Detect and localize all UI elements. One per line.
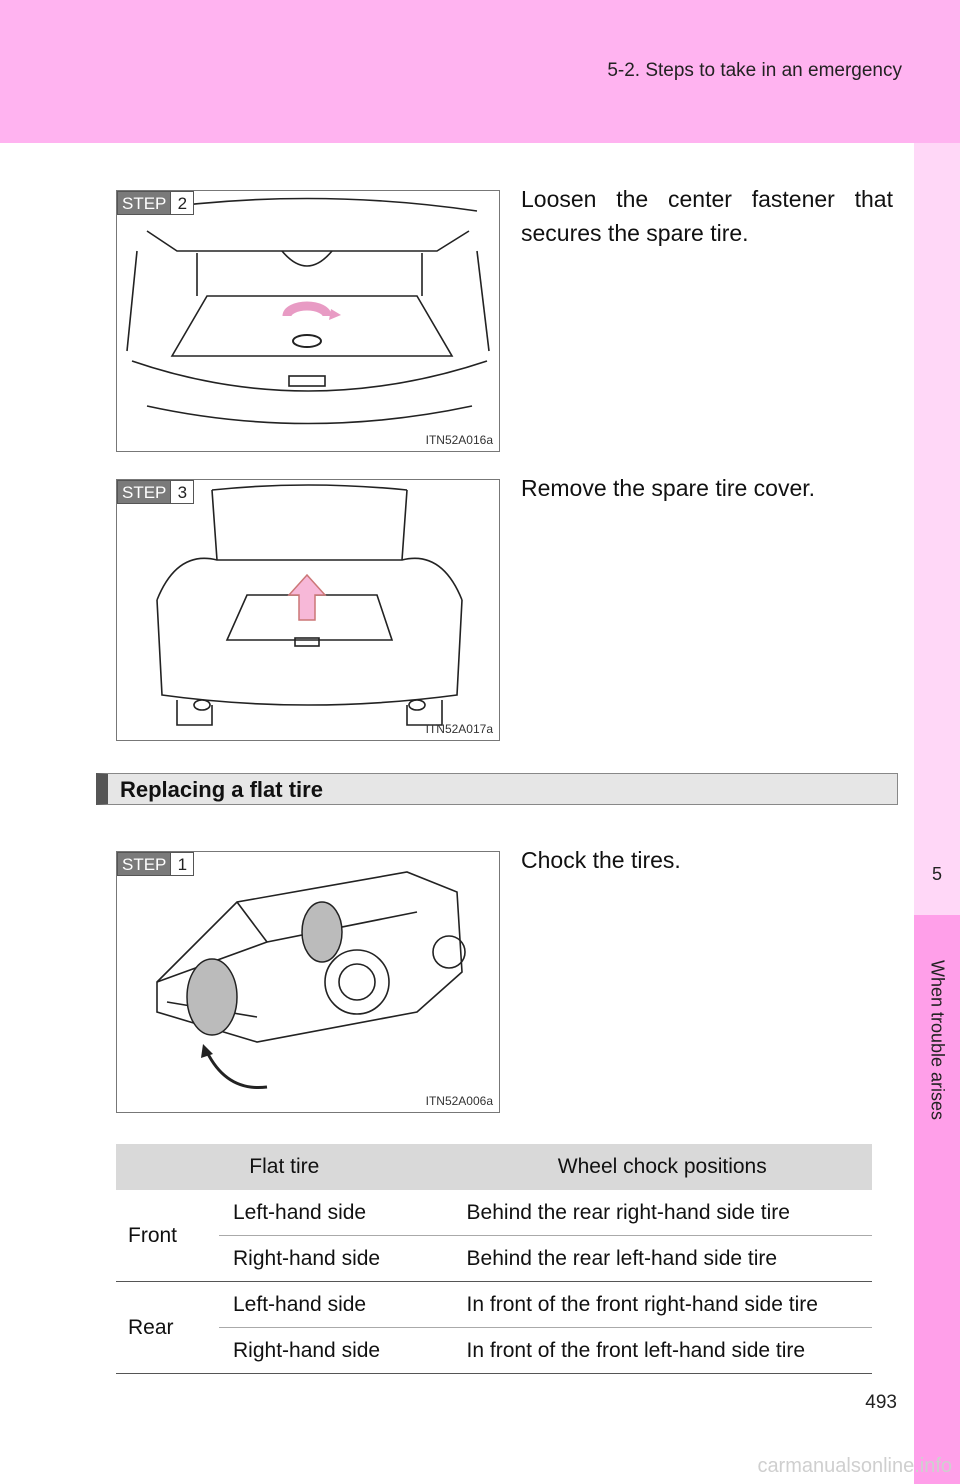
table-header: Wheel chock positions [452,1144,872,1190]
table-row: Front Left-hand side Behind the rear rig… [116,1190,872,1282]
table-header: Flat tire [116,1144,453,1190]
table-cell: Behind the rear left-hand side tire [452,1235,872,1282]
table-cell: In front of the front left-hand side tir… [452,1327,872,1374]
table-header-row: Flat tire Wheel chock positions [116,1144,872,1190]
remove-cover-illustration [156,484,463,726]
step-1-text: Chock the tires. [521,847,681,873]
table-cell: Left-hand side [219,1190,453,1236]
step-3-text: Remove the spare tire cover. [521,475,816,501]
table-cell: Right-hand side [219,1235,453,1282]
chapter-tab [914,915,960,1484]
table-row: Rear Left-hand side In front of the fron… [116,1281,872,1374]
table-cell: Behind the rear right-hand side tire [452,1190,872,1236]
figure-code: ITN52A006a [425,1094,493,1108]
table-cell: Left-hand side [219,1281,453,1328]
page-number: 493 [865,1392,897,1413]
wheel-chock-table: Flat tire Wheel chock positions Front Le… [116,1144,872,1374]
table-cell: Front [116,1190,219,1282]
table-cell: Rear [116,1281,219,1374]
table-row: Right-hand side In front of the front le… [116,1327,872,1374]
trunk-fastener-illustration [126,197,490,425]
figure-code: ITN52A017a [425,722,493,736]
chock-tires-illustration [156,871,466,1090]
side-strip-top [914,143,960,915]
header-band [0,0,960,143]
watermark: carmanualsonline.info [757,1455,952,1477]
figure-code: ITN52A016a [425,433,493,447]
section-heading: Replacing a flat tire [96,773,898,805]
table-cell: Right-hand side [219,1327,453,1374]
chapter-number: 5 [931,864,942,884]
section-header: 5-2. Steps to take in an emergency [607,60,902,81]
table-cell: In front of the front right-hand side ti… [452,1281,872,1328]
chapter-title: When trouble arises [927,959,948,1121]
table-row: Right-hand side Behind the rear left-han… [116,1235,872,1282]
step-2-text: Loosen the center fastener that secures … [521,186,893,246]
